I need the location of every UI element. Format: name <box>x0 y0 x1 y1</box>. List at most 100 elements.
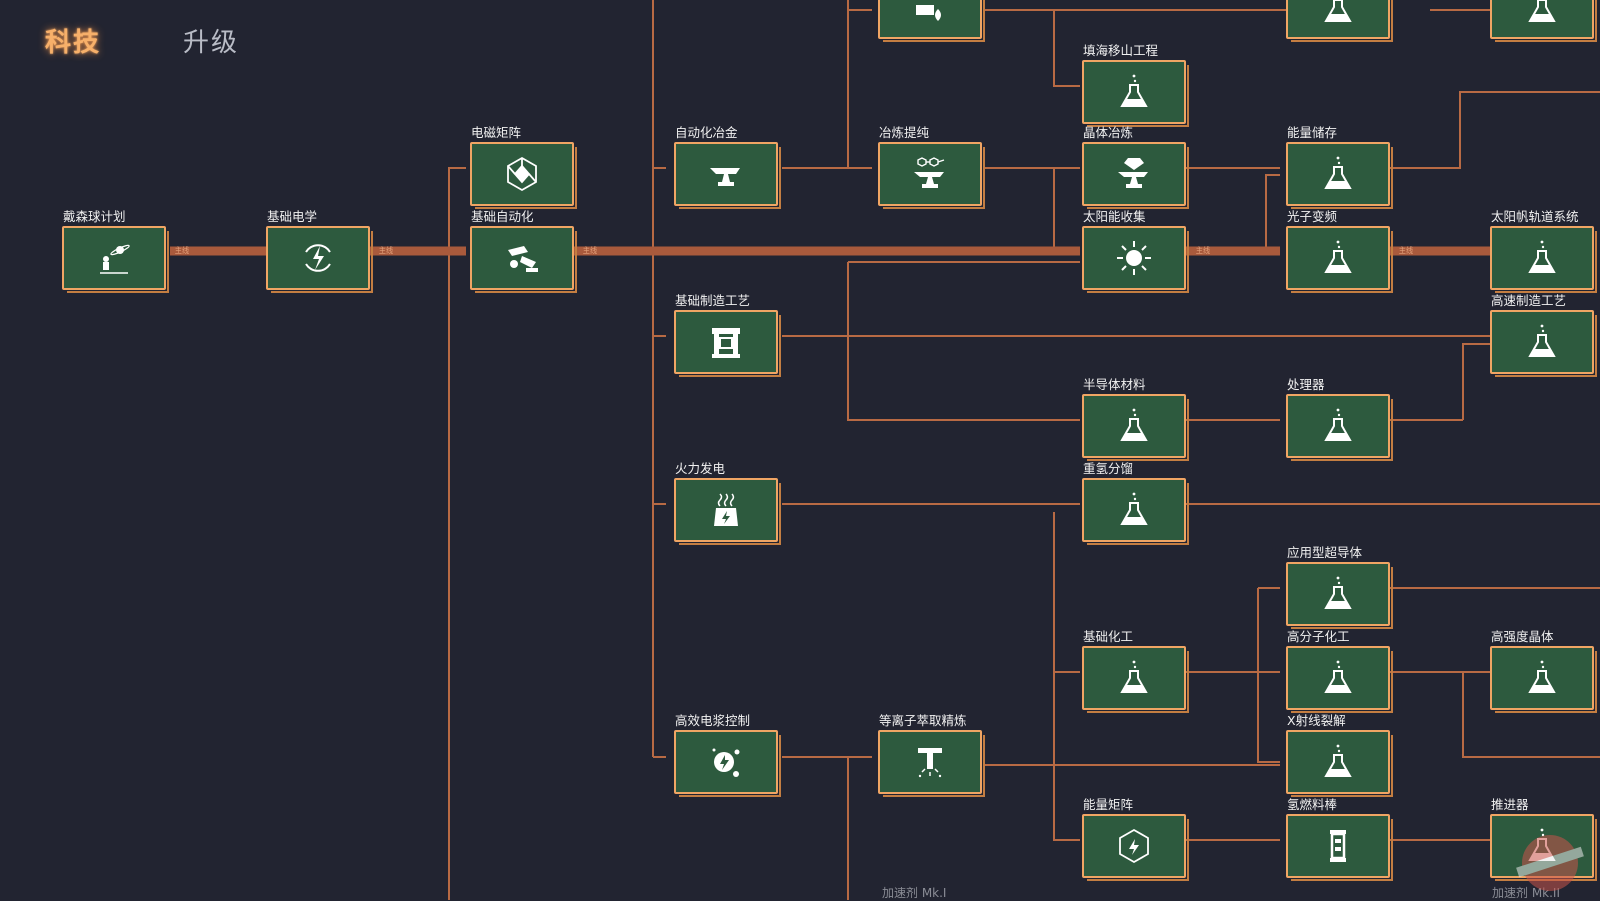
tech-node-terraform[interactable]: 填海移山工程 <box>1082 43 1189 127</box>
flask-icon <box>1324 576 1352 609</box>
mainline-tag: 主线 <box>174 246 190 255</box>
flask-icon <box>1324 408 1352 441</box>
tech-node-energystore[interactable]: 能量储存 <box>1286 125 1393 209</box>
anvil-molecule-icon <box>914 157 945 188</box>
tech-node-label: 戴森球计划 <box>63 209 126 224</box>
tech-node-box[interactable] <box>1286 814 1393 881</box>
anvil-icon <box>710 168 740 186</box>
tech-node-box[interactable] <box>1286 226 1393 293</box>
refinery-icon <box>918 748 942 778</box>
tech-node-box[interactable] <box>1490 226 1597 293</box>
tech-node-box[interactable] <box>1082 60 1189 127</box>
tech-node-hieff[interactable]: 高效电浆控制 <box>674 713 781 797</box>
tab-upgrade[interactable]: 升级 <box>183 28 240 58</box>
tech-node-label: 半导体材料 <box>1083 377 1146 392</box>
flask-icon <box>1528 0 1556 22</box>
tech-node-label: 应用型超导体 <box>1287 545 1363 560</box>
tech-node-basicchem[interactable]: 基础化工 <box>1082 629 1189 713</box>
tech-node-xray[interactable]: X射线裂解 <box>1286 713 1393 797</box>
tech-node-solar[interactable]: 太阳能收集 <box>1082 209 1189 293</box>
tech-node-autom[interactable]: 基础自动化 <box>470 209 577 293</box>
tech-node-box[interactable] <box>1286 394 1393 461</box>
tech-node-box[interactable] <box>1286 0 1393 42</box>
tech-node-thermal[interactable]: 火力发电 <box>674 461 781 545</box>
tech-node-label: 基础制造工艺 <box>675 293 751 308</box>
tech-node-box[interactable] <box>1082 394 1189 461</box>
tech-node-label: 光子变频 <box>1287 209 1338 224</box>
tech-node-box[interactable] <box>1490 0 1597 42</box>
flask-icon <box>1324 660 1352 693</box>
tech-node-top6[interactable] <box>1490 0 1597 42</box>
tech-node-dyson[interactable]: 戴森球计划 <box>62 209 169 293</box>
electricity-icon <box>305 244 331 272</box>
tech-node-heavyh[interactable]: 重氢分馏 <box>1082 461 1189 545</box>
tech-node-box[interactable] <box>1082 814 1189 881</box>
tech-node-hispeedmfg[interactable]: 高速制造工艺 <box>1490 293 1597 377</box>
flask-icon <box>1324 240 1352 273</box>
tech-node-label: 高效电浆控制 <box>675 713 751 728</box>
assembler-icon <box>712 328 740 358</box>
tech-node-box[interactable] <box>1082 646 1189 713</box>
tech-node-polymer[interactable]: 高分子化工 <box>1286 629 1393 713</box>
flask-icon <box>1528 324 1556 357</box>
tech-node-box[interactable] <box>878 0 985 42</box>
tech-node-label: 基础自动化 <box>471 209 534 224</box>
tech-node-box[interactable] <box>1490 646 1597 713</box>
plasma-icon <box>712 748 740 777</box>
flask-icon <box>1324 0 1352 22</box>
tech-node-box[interactable] <box>1082 226 1189 293</box>
flask-icon <box>1528 660 1556 693</box>
tech-node-box[interactable] <box>674 142 781 209</box>
tech-node-box[interactable] <box>1286 142 1393 209</box>
tech-node-box[interactable] <box>1082 142 1189 209</box>
tech-node-hfuel[interactable]: 氢燃料棒 <box>1286 797 1393 881</box>
tech-node-emmatrix[interactable]: 电磁矩阵 <box>470 125 577 209</box>
flask-icon <box>1324 156 1352 189</box>
energy-matrix-icon <box>1119 828 1149 864</box>
tech-node-box[interactable] <box>470 226 577 293</box>
power-plant-icon <box>714 493 738 526</box>
tech-node-box[interactable] <box>62 226 169 293</box>
tech-node-label: 能量储存 <box>1287 125 1338 140</box>
tech-node-photon[interactable]: 光子变频 <box>1286 209 1393 293</box>
tech-node-top5[interactable] <box>1286 0 1393 42</box>
tech-node-box[interactable] <box>674 310 781 377</box>
tech-node-label: 填海移山工程 <box>1083 43 1159 58</box>
mainline-tag: 主线 <box>582 246 598 255</box>
tech-node-hicrystal[interactable]: 高强度晶体 <box>1490 629 1597 713</box>
tech-node-box[interactable] <box>470 142 577 209</box>
tech-node-box[interactable] <box>1082 478 1189 545</box>
tech-node-box[interactable] <box>266 226 373 293</box>
tech-node-box[interactable] <box>1286 562 1393 629</box>
tech-node-elec[interactable]: 基础电学 <box>266 209 373 293</box>
tech-node-box[interactable] <box>1490 310 1597 377</box>
tech-node-plasmaref[interactable]: 等离子萃取精炼 <box>878 713 985 797</box>
tech-node-processor[interactable]: 处理器 <box>1286 377 1393 461</box>
tech-node-semi[interactable]: 半导体材料 <box>1082 377 1189 461</box>
tech-node-box[interactable] <box>1286 730 1393 797</box>
tech-node-energymat[interactable]: 能量矩阵 <box>1082 797 1189 881</box>
tech-node-box[interactable] <box>1286 646 1393 713</box>
tech-node-label: 重氢分馏 <box>1083 461 1134 476</box>
tab-tech[interactable]: 科技 <box>45 28 102 58</box>
tech-node-box[interactable] <box>878 142 985 209</box>
tech-node-autometal[interactable]: 自动化冶金 <box>674 125 781 209</box>
fuel-rod-icon <box>1330 830 1346 862</box>
tech-node-box[interactable] <box>674 730 781 797</box>
astronaut-icon <box>100 244 130 274</box>
tech-node-appsupercond[interactable]: 应用型超导体 <box>1286 545 1393 629</box>
tech-node-label: 高速制造工艺 <box>1491 293 1567 308</box>
tech-node-label: 基础电学 <box>267 209 318 224</box>
tech-node-label: 晶体冶炼 <box>1083 125 1134 140</box>
tech-node-crystal[interactable]: 晶体冶炼 <box>1082 125 1189 209</box>
flask-icon <box>1528 240 1556 273</box>
anvil-crystal-icon <box>1118 158 1148 188</box>
tech-node-smeltpure[interactable]: 冶炼提纯 <box>878 125 985 209</box>
tech-node-basicmfg[interactable]: 基础制造工艺 <box>674 293 781 377</box>
tech-node-label: 高分子化工 <box>1287 629 1350 644</box>
tech-node-box[interactable] <box>674 478 781 545</box>
tech-node-solarsail[interactable]: 太阳帆轨道系统 <box>1490 209 1597 293</box>
tech-node-toptech[interactable] <box>878 0 985 42</box>
tech-node-label: 太阳能收集 <box>1083 209 1146 224</box>
tech-node-box[interactable] <box>878 730 985 797</box>
